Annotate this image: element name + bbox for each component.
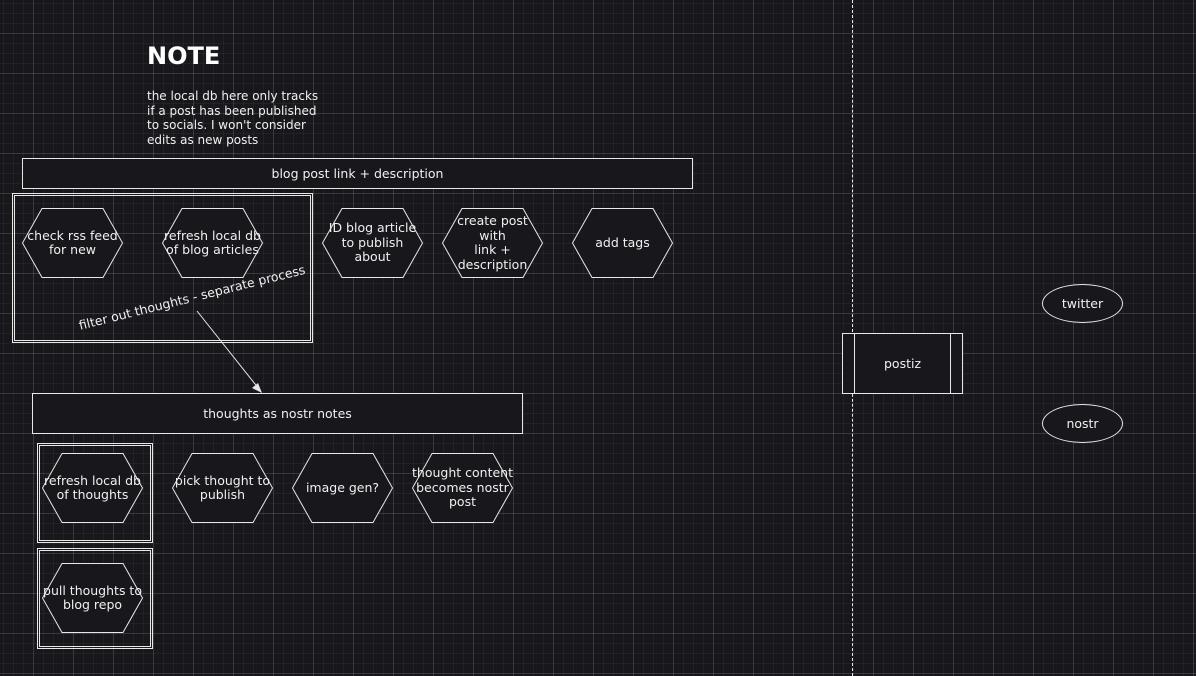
process-bar-right bbox=[950, 334, 951, 393]
blog-fetch-group[interactable] bbox=[12, 193, 313, 343]
hex-thought-content[interactable]: thought content becomes nostr post bbox=[412, 453, 513, 523]
nostr-label: nostr bbox=[1066, 416, 1099, 431]
process-bar-left bbox=[854, 334, 855, 393]
hex-pick-thought[interactable]: pick thought to publish bbox=[172, 453, 273, 523]
hex-refresh-blog-db[interactable]: refresh local db of blog articles bbox=[162, 208, 263, 278]
hex-pull-thoughts[interactable]: pull thoughts to blog repo bbox=[42, 563, 143, 633]
hex-label: image gen? bbox=[305, 479, 380, 495]
hex-label: check rss feed for new bbox=[27, 227, 118, 257]
note-title: NOTE bbox=[147, 42, 221, 70]
nostr-node[interactable]: nostr bbox=[1042, 404, 1123, 443]
hex-label: refresh local db of blog articles bbox=[164, 227, 261, 257]
hex-label: thought content becomes nostr post bbox=[412, 465, 513, 510]
blog-post-header-label: blog post link + description bbox=[271, 166, 444, 181]
hex-label: add tags bbox=[595, 234, 650, 250]
hex-add-tags[interactable]: add tags bbox=[572, 208, 673, 278]
hex-label: refresh local db of thoughts bbox=[44, 472, 141, 502]
twitter-node[interactable]: twitter bbox=[1042, 284, 1123, 323]
hex-check-rss-feed[interactable]: check rss feed for new bbox=[22, 208, 123, 278]
postiz-process[interactable]: postiz bbox=[842, 333, 963, 394]
hex-label: pull thoughts to blog repo bbox=[43, 582, 142, 612]
hex-label: pick thought to publish bbox=[174, 472, 271, 502]
pull-thoughts-group[interactable] bbox=[37, 548, 153, 649]
hex-label: create post with link + description bbox=[457, 213, 528, 272]
twitter-label: twitter bbox=[1061, 296, 1104, 311]
refresh-thoughts-group[interactable] bbox=[37, 443, 153, 543]
hex-refresh-thoughts-db[interactable]: refresh local db of thoughts bbox=[42, 453, 143, 523]
note-body: the local db here only tracks if a post … bbox=[147, 89, 319, 147]
postiz-label: postiz bbox=[883, 356, 922, 371]
thoughts-header-label: thoughts as nostr notes bbox=[203, 406, 352, 421]
hex-create-post[interactable]: create post with link + description bbox=[442, 208, 543, 278]
hex-image-gen[interactable]: image gen? bbox=[292, 453, 393, 523]
hex-label: ID blog article to publish about bbox=[328, 220, 417, 265]
blog-post-header[interactable]: blog post link + description bbox=[22, 158, 693, 189]
thoughts-header[interactable]: thoughts as nostr notes bbox=[32, 393, 523, 434]
hex-id-blog-article[interactable]: ID blog article to publish about bbox=[322, 208, 423, 278]
